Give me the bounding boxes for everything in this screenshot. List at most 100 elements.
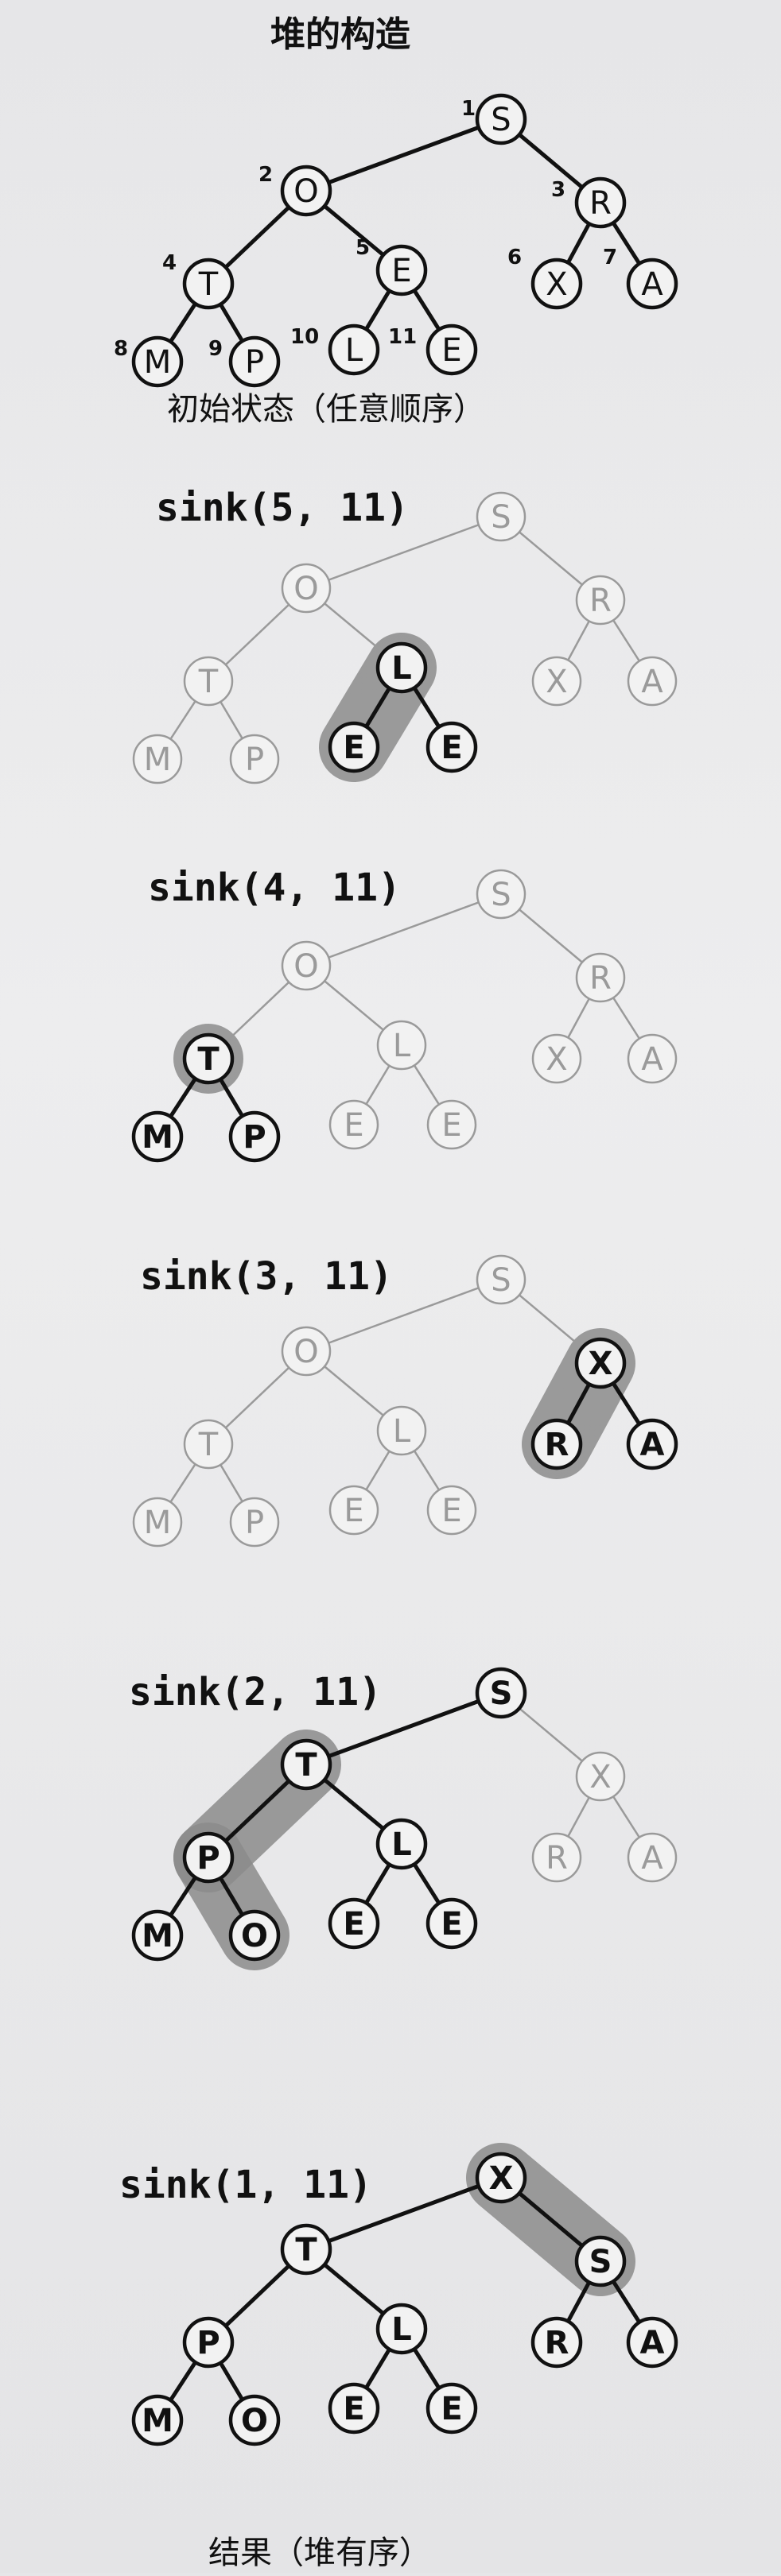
- node-key: M: [142, 1918, 173, 1954]
- heap-node: X: [575, 1751, 626, 1802]
- initial-caption: 初始状态（任意顺序）: [167, 391, 485, 428]
- node-circle: [575, 952, 626, 1003]
- tree-edge: [305, 1691, 502, 1767]
- heap-node: E: [426, 1099, 477, 1150]
- heap-node: L: [376, 1405, 427, 1456]
- heap-node: R: [531, 1832, 582, 1883]
- node-circle: [131, 1110, 184, 1163]
- node-key: A: [641, 266, 663, 303]
- node-circle: [182, 1831, 235, 1884]
- node-circle: [131, 1909, 184, 1962]
- tree-edge: [305, 1278, 502, 1353]
- node-circle: [281, 1326, 332, 1377]
- step-label: sink(4, 11): [148, 866, 401, 910]
- node-key: L: [393, 1413, 411, 1450]
- node-key: E: [441, 332, 461, 369]
- node-circle: [425, 2382, 478, 2435]
- node-circle: [183, 1419, 234, 1470]
- node-circle: [182, 2316, 235, 2369]
- node-circle: [531, 656, 582, 707]
- heap-node: R: [530, 2316, 583, 2369]
- heap-node: O: [281, 563, 332, 614]
- node-circle: [281, 940, 332, 991]
- heap-node: P: [229, 1497, 280, 1548]
- diagram-title: 堆的构造: [270, 14, 410, 55]
- heap-node: M: [131, 1110, 184, 1163]
- node-circle: [376, 1405, 427, 1456]
- heap-node: A: [626, 1418, 678, 1470]
- heap-node: L: [375, 1818, 428, 1870]
- node-key: P: [196, 1840, 220, 1877]
- node-circle: [626, 258, 678, 310]
- node-circle: [228, 1909, 281, 1962]
- node-key: R: [546, 1840, 568, 1877]
- result-caption: 结果（堆有序）: [208, 2535, 431, 2571]
- heap-node: A: [627, 1033, 678, 1084]
- node-key: E: [441, 1107, 461, 1144]
- heap-node: A: [627, 1832, 678, 1883]
- heap-node: A7: [603, 246, 678, 310]
- node-key: T: [198, 1427, 219, 1463]
- node-key: S: [491, 1262, 511, 1299]
- node-key: R: [545, 2325, 569, 2361]
- node-circle: [575, 1751, 626, 1802]
- node-circle: [574, 1337, 627, 1389]
- node-circle: [229, 1497, 280, 1548]
- node-key: X: [546, 266, 567, 303]
- step-label: sink(3, 11): [140, 1254, 393, 1299]
- node-key: X: [589, 1759, 611, 1795]
- tree-edge: [305, 2175, 502, 2252]
- node-circle: [476, 1254, 526, 1305]
- node-circle: [229, 734, 280, 784]
- node-key: E: [343, 2391, 364, 2427]
- tree-edge: [305, 515, 502, 590]
- heap-node: M: [131, 2394, 184, 2446]
- node-key: L: [391, 2311, 412, 2348]
- node-circle: [476, 491, 526, 542]
- node-circle: [182, 1032, 235, 1085]
- node-circle: [425, 323, 478, 376]
- tree-edge: [305, 117, 502, 193]
- node-circle: [228, 335, 281, 388]
- heap-node: R: [575, 575, 626, 626]
- node-index: 3: [551, 178, 565, 202]
- node-circle: [426, 1485, 477, 1536]
- node-key: P: [196, 2325, 220, 2361]
- node-key: S: [491, 877, 511, 913]
- node-circle: [131, 335, 184, 388]
- node-key: A: [641, 664, 663, 700]
- node-key: P: [245, 742, 264, 778]
- heap-node: T4: [162, 251, 235, 310]
- node-circle: [531, 1033, 582, 1084]
- node-key: A: [640, 1427, 665, 1463]
- node-circle: [228, 1110, 281, 1163]
- node-circle: [626, 1418, 678, 1470]
- node-key: S: [589, 2244, 612, 2280]
- heap-node: X: [531, 1033, 582, 1084]
- node-key: R: [589, 185, 612, 222]
- node-key: M: [144, 1505, 172, 1541]
- node-key: E: [343, 1906, 364, 1943]
- node-circle: [375, 1818, 428, 1870]
- node-circle: [281, 563, 332, 614]
- heap-node: T: [183, 656, 234, 707]
- node-circle: [476, 869, 526, 920]
- heap-node: M: [132, 1497, 183, 1548]
- node-circle: [627, 1033, 678, 1084]
- node-key: S: [491, 102, 511, 138]
- node-key: S: [491, 499, 511, 536]
- node-circle: [183, 656, 234, 707]
- node-key: A: [641, 1840, 663, 1877]
- node-circle: [425, 721, 478, 773]
- node-circle: [530, 258, 583, 310]
- heap-node: L: [375, 641, 428, 694]
- node-key: X: [589, 1346, 613, 1382]
- node-key: T: [295, 2232, 317, 2268]
- heap-node: E: [426, 1485, 477, 1536]
- node-circle: [328, 2382, 380, 2435]
- node-circle: [626, 2316, 678, 2369]
- node-index: 8: [114, 337, 128, 361]
- step-label: sink(2, 11): [129, 1670, 382, 1714]
